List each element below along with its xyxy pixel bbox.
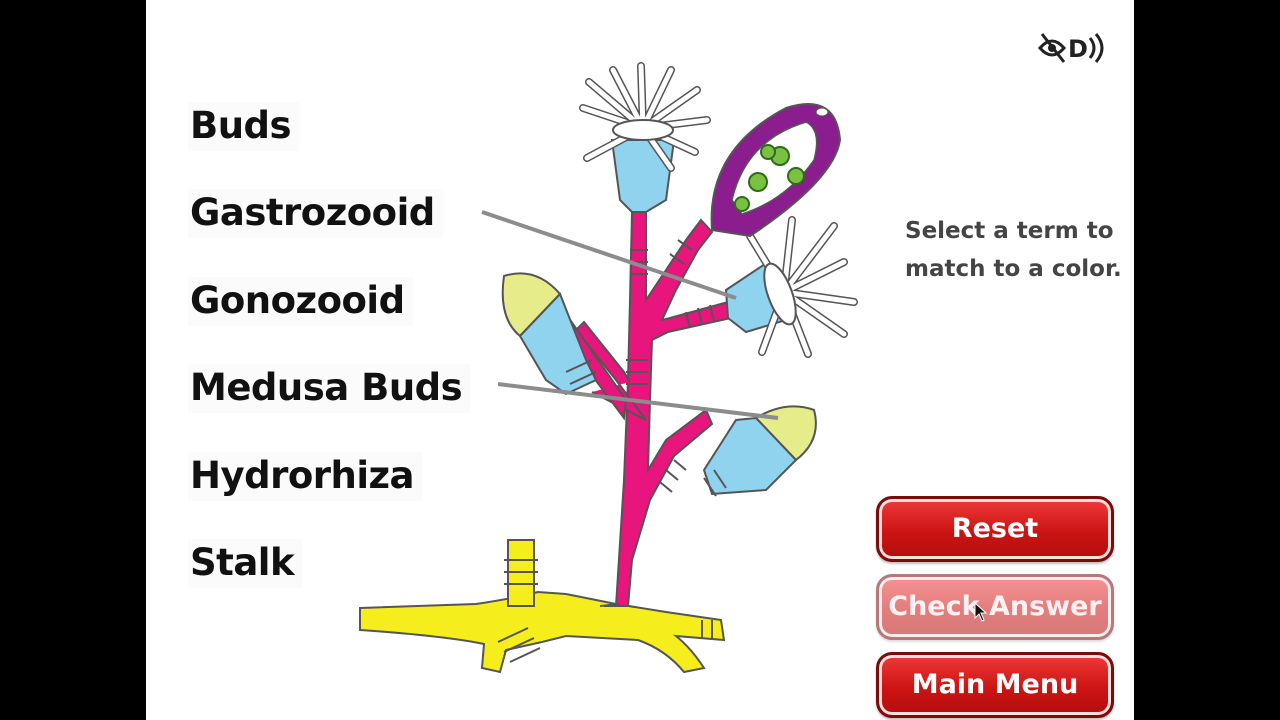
gastrozooid-right[interactable]	[724, 216, 858, 358]
term-stalk[interactable]: Stalk	[188, 539, 303, 588]
term-gastrozooid[interactable]: Gastrozooid	[188, 189, 443, 238]
term-medusa-buds[interactable]: Medusa Buds	[188, 364, 471, 413]
medusa-bud-right[interactable]	[702, 405, 817, 497]
term-buds[interactable]: Buds	[188, 102, 300, 151]
check-answer-button[interactable]: Check Answer	[876, 574, 1114, 640]
reset-button[interactable]: Reset	[876, 496, 1114, 562]
term-gonozooid[interactable]: Gonozooid	[188, 277, 413, 326]
main-menu-button[interactable]: Main Menu	[876, 652, 1114, 718]
mouse-cursor-icon	[974, 602, 988, 622]
medusa-bud-left[interactable]	[501, 272, 598, 396]
gastrozooid-top[interactable]	[579, 62, 711, 213]
activity-frame: Buds Gastrozooid Gonozooid Medusa Buds H…	[146, 0, 1134, 720]
audio-toggle-letter: D	[1068, 35, 1088, 63]
instructions-text: Select a term to match to a color.	[905, 218, 1122, 282]
audio-description-off-icon[interactable]: D	[1038, 28, 1114, 68]
connector-lines	[481, 210, 779, 420]
hydrorhiza-shape[interactable]	[359, 539, 726, 674]
gonozooid-shape[interactable]	[710, 103, 842, 238]
hydroid-colony-diagram	[359, 62, 858, 674]
term-hydrorhiza[interactable]: Hydrorhiza	[188, 452, 423, 501]
